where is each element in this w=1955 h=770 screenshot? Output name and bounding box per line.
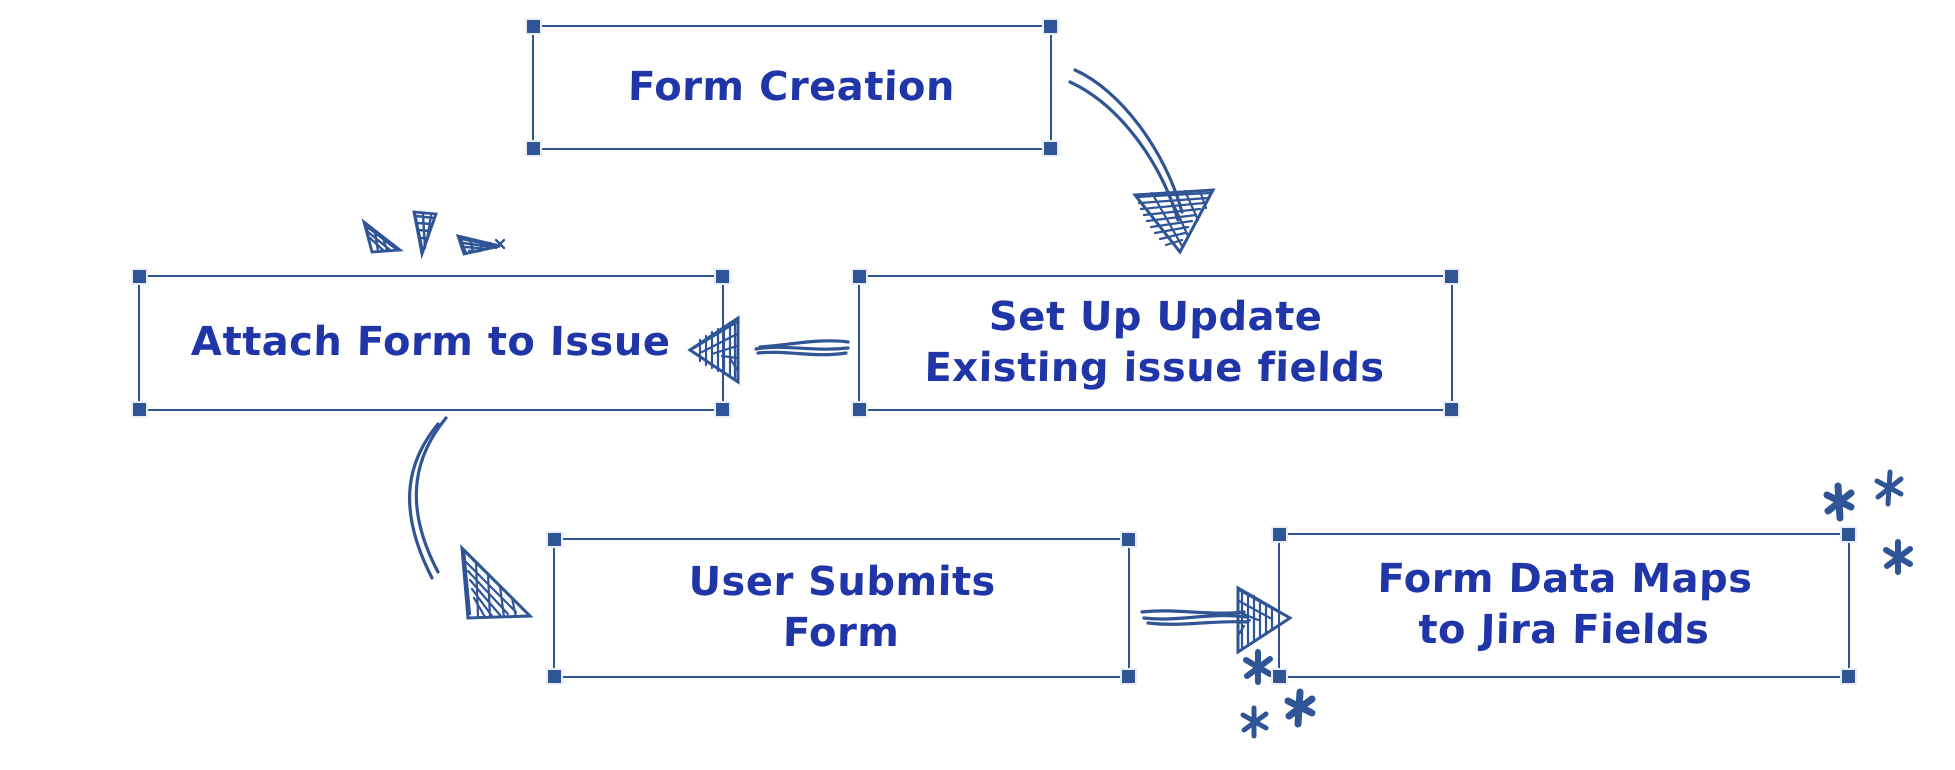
sparkle-top-right-a [1823, 482, 1855, 522]
resize-handle-bottom-right[interactable] [1042, 140, 1059, 157]
resize-handle-bottom-left[interactable] [851, 401, 868, 418]
node-set-up-update-label: Set Up Update Existing issue fields [924, 293, 1386, 391]
sparkle-right-edge [1883, 539, 1913, 575]
resize-handle-bottom-right[interactable] [1840, 668, 1857, 685]
resize-handle-top-right[interactable] [1120, 531, 1137, 548]
sparkle-bottom-a [1240, 705, 1269, 739]
node-form-creation-label: Form Creation [628, 63, 956, 110]
connector-attach-form-to-user-submits [407, 416, 448, 580]
connector-user-submits-to-form-data-maps [1140, 609, 1250, 626]
node-set-up-update[interactable]: Set Up Update Existing issue fields [851, 268, 1460, 418]
scribble-triangle-right [455, 234, 506, 256]
scribble-triangle-center [412, 210, 438, 260]
node-attach-form-to-issue[interactable]: Attach Form to Issue [131, 268, 731, 418]
resize-handle-top-right[interactable] [1042, 18, 1059, 35]
node-user-submits-form-label: User Submits Form [687, 558, 997, 656]
sparkle-top-right-b [1874, 469, 1904, 507]
node-attach-form-to-issue-label: Attach Form to Issue [190, 319, 672, 366]
arrowhead-down-right [1132, 188, 1216, 255]
resize-handle-bottom-right[interactable] [1443, 401, 1460, 418]
resize-handle-bottom-left[interactable] [525, 140, 542, 157]
resize-handle-top-right[interactable] [1443, 268, 1460, 285]
arrowhead-down-left [460, 544, 534, 620]
resize-handle-bottom-left[interactable] [1271, 668, 1288, 685]
connector-set-up-update-to-attach-form [754, 339, 850, 357]
resize-handle-top-left[interactable] [1271, 526, 1288, 543]
resize-handle-top-left[interactable] [546, 531, 563, 548]
connector-form-creation-to-set-up-update [1068, 68, 1184, 222]
scribble-triangle-left [361, 218, 404, 254]
node-form-data-maps-label: Form Data Maps to Jira Fields [1376, 556, 1753, 654]
node-user-submits-form[interactable]: User Submits Form [546, 531, 1137, 685]
resize-handle-bottom-left[interactable] [546, 668, 563, 685]
sparkle-bottom-b [1284, 688, 1316, 728]
resize-handle-top-left[interactable] [525, 18, 542, 35]
resize-handle-top-left[interactable] [851, 268, 868, 285]
node-form-creation[interactable]: Form Creation [525, 18, 1059, 157]
sparkle-mid-bottom [1243, 649, 1273, 685]
resize-handle-top-left[interactable] [131, 268, 148, 285]
resize-handle-bottom-left[interactable] [131, 401, 148, 418]
resize-handle-bottom-right[interactable] [1120, 668, 1137, 685]
node-form-data-maps[interactable]: Form Data Maps to Jira Fields [1271, 526, 1857, 685]
resize-handle-bottom-right[interactable] [714, 401, 731, 418]
decoration-scribble-triangles [361, 210, 506, 260]
resize-handle-top-right[interactable] [1840, 526, 1857, 543]
resize-handle-top-right[interactable] [714, 268, 731, 285]
